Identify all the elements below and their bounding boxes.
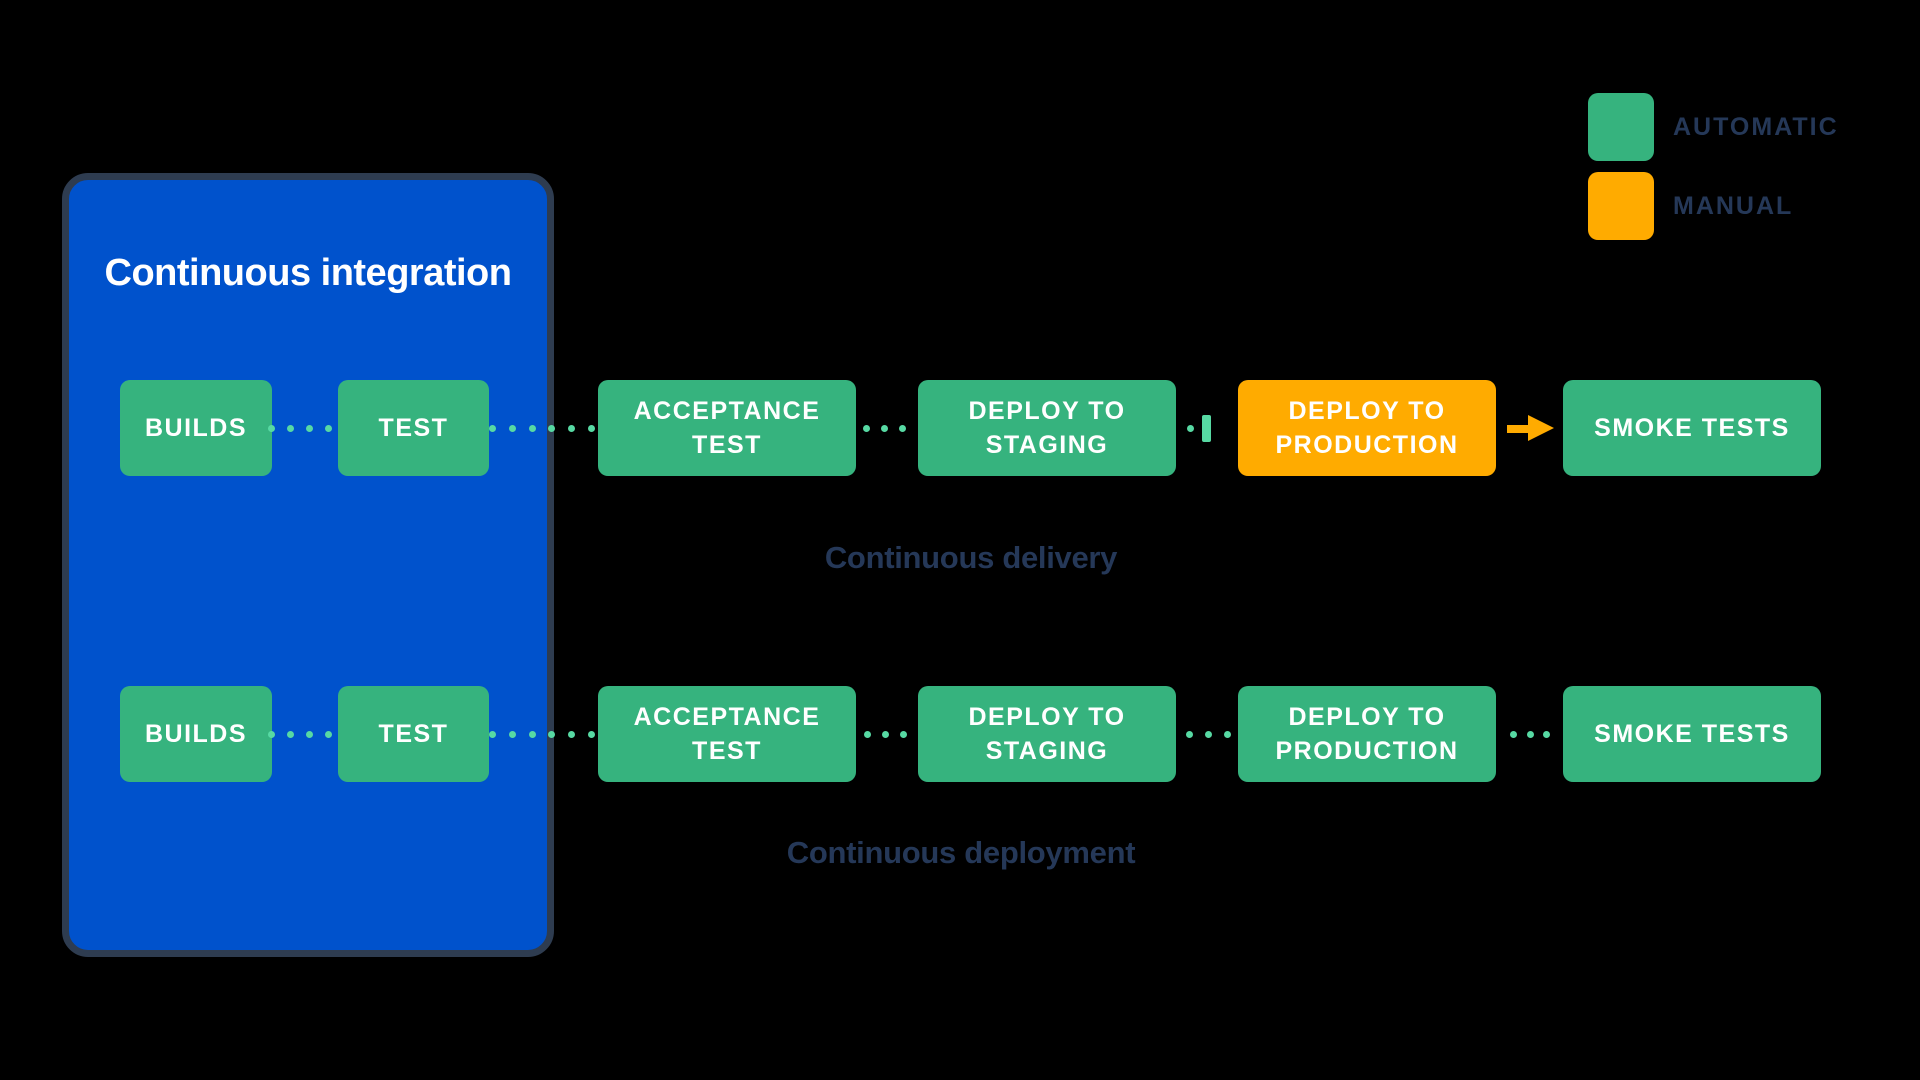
node-label: DEPLOY TO STAGING [968, 703, 1126, 765]
node-label: SMOKE TESTS [1594, 720, 1790, 748]
legend-item-manual: MANUAL [1588, 172, 1793, 240]
continuous-delivery-caption: Continuous delivery [824, 540, 1118, 575]
dotted-connector [268, 425, 332, 432]
node-test-delivery: TEST [338, 380, 489, 476]
continuous-deployment-caption: Continuous deployment [786, 835, 1136, 870]
dotted-connector [489, 731, 595, 738]
node-label: TEST [378, 414, 449, 442]
dotted-connector [268, 731, 332, 738]
legend-label-manual: MANUAL [1673, 191, 1794, 220]
node-deploy-to-production-deployment: DEPLOY TO PRODUCTION [1238, 686, 1496, 782]
node-test-deployment: TEST [338, 686, 489, 782]
node-label: ACCEPTANCE TEST [633, 397, 821, 459]
continuous-integration-title: Continuous integration [104, 252, 512, 294]
node-label: DEPLOY TO PRODUCTION [1275, 703, 1459, 765]
node-deploy-to-staging-deployment: DEPLOY TO STAGING [918, 686, 1176, 782]
node-deploy-to-staging-delivery: DEPLOY TO STAGING [918, 380, 1176, 476]
node-label: DEPLOY TO PRODUCTION [1275, 397, 1459, 459]
automatic-color-swatch [1588, 93, 1654, 161]
dotted-connector [1186, 731, 1231, 738]
node-acceptance-test-deployment: ACCEPTANCE TEST [598, 686, 856, 782]
node-smoke-tests-delivery: SMOKE TESTS [1563, 380, 1821, 476]
dotted-connector [863, 425, 906, 432]
dotted-connector [489, 425, 595, 432]
legend-label-automatic: AUTOMATIC [1673, 112, 1839, 141]
dotted-connector [1510, 731, 1550, 738]
node-label: BUILDS [144, 414, 248, 442]
dotted-connector [1187, 425, 1194, 432]
manual-arrow-head-icon [1528, 415, 1554, 441]
node-label: ACCEPTANCE TEST [633, 703, 821, 765]
manual-color-swatch [1588, 172, 1654, 240]
node-label: BUILDS [144, 720, 248, 748]
node-builds-delivery: BUILDS [120, 380, 272, 476]
legend-item-automatic: AUTOMATIC [1588, 93, 1839, 161]
manual-gate-indicator [1202, 415, 1211, 442]
node-smoke-tests-deployment: SMOKE TESTS [1563, 686, 1821, 782]
manual-arrow-icon [1507, 425, 1530, 433]
continuous-integration-panel: Continuous integration [62, 173, 554, 957]
node-builds-deployment: BUILDS [120, 686, 272, 782]
node-label: TEST [378, 720, 449, 748]
node-acceptance-test-delivery: ACCEPTANCE TEST [598, 380, 856, 476]
dotted-connector [864, 731, 907, 738]
node-label: SMOKE TESTS [1594, 414, 1790, 442]
node-label: DEPLOY TO STAGING [968, 397, 1126, 459]
node-deploy-to-production-delivery: DEPLOY TO PRODUCTION [1238, 380, 1496, 476]
